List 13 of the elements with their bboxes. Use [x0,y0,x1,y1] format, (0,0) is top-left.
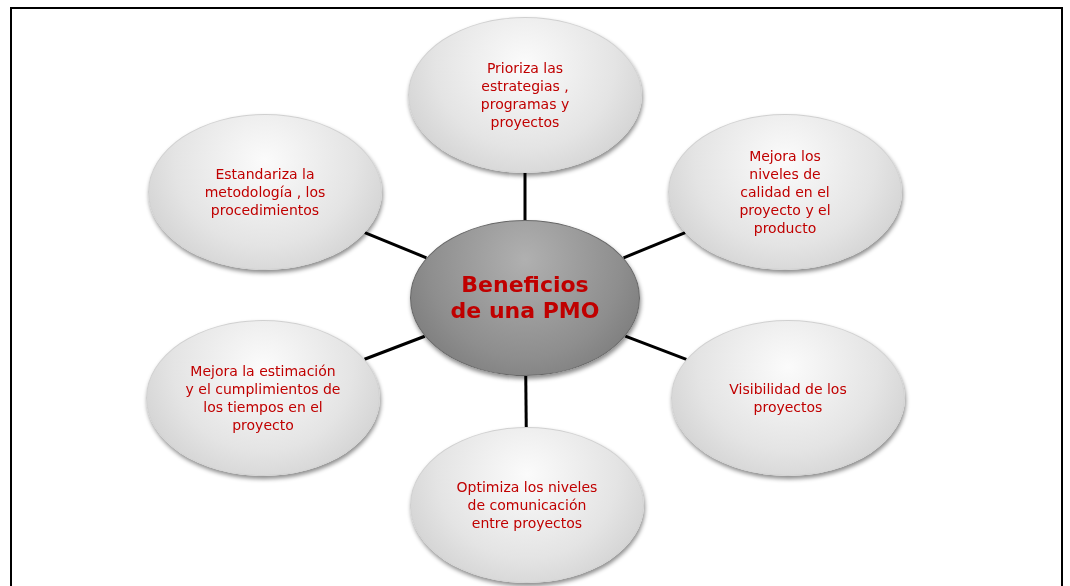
benefit-text: Mejora los niveles de calidad en el proyecto y el producto [738,147,832,237]
connector-line [624,334,687,361]
connector-line [524,376,528,427]
benefit-text: Optimiza los niveles de comunicación entre proyectos [455,478,599,532]
connector-line [623,231,686,260]
benefit-text: Estandariza la metodología , los procedimientos [203,165,327,219]
connector-line [364,231,427,260]
connector-line [523,173,527,220]
connector-line [364,334,426,361]
benefit-text: Visibilidad de los proyectos [728,380,848,416]
benefit-text: Prioriza las estrategias , programas y proyectos [479,59,571,131]
benefit-text: Mejora la estimación y el cumplimientos de los tiempos en el proyecto [185,362,341,434]
central-title: Beneficios de una PMO [450,272,600,324]
